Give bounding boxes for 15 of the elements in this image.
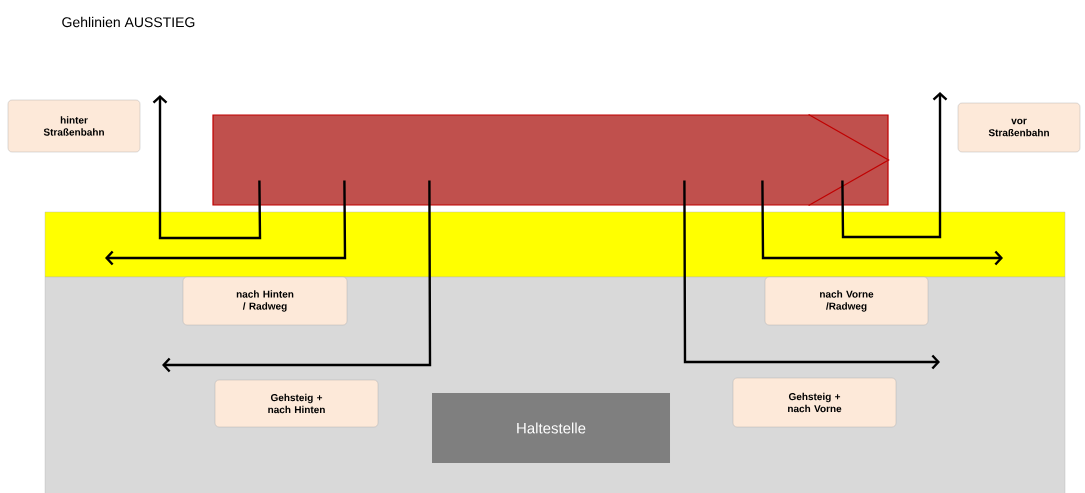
- label-box: Gehsteig + nach Vorne: [732, 377, 897, 428]
- label-box: Gehsteig + nach Hinten: [214, 379, 379, 428]
- arrow: [105, 180, 347, 266]
- stop-box: Haltestelle: [432, 393, 670, 463]
- label-box: nach Vorne /Radweg: [764, 276, 929, 326]
- arrow: [683, 180, 940, 370]
- label-box: nach Hinten / Radweg: [182, 276, 348, 326]
- label-box: hinter Straßenbahn: [7, 99, 141, 153]
- arrow: [162, 180, 432, 373]
- tram-drawing: [212, 113, 890, 207]
- title: Gehlinien AUSSTIEG: [62, 16, 195, 28]
- arrow: [152, 95, 262, 240]
- arrow: [761, 180, 1003, 266]
- label-box: vor Straßenbahn: [957, 102, 1081, 153]
- arrow: [841, 92, 948, 239]
